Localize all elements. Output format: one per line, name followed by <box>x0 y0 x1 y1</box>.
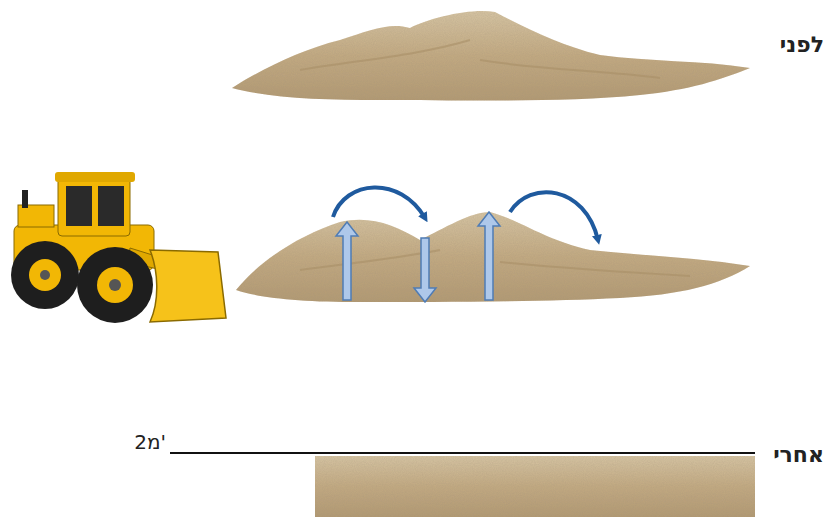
row-label: לפני <box>780 33 824 57</box>
dimension-label: 2מ' <box>134 431 166 453</box>
sand-pile <box>236 212 750 302</box>
sand-pile <box>232 11 750 100</box>
row-label: אחרי <box>773 443 824 467</box>
level-arrows <box>336 212 500 302</box>
level-line <box>170 452 755 454</box>
move-arrows <box>333 187 598 240</box>
sand-flat <box>315 456 755 517</box>
bulldozer <box>11 172 226 323</box>
